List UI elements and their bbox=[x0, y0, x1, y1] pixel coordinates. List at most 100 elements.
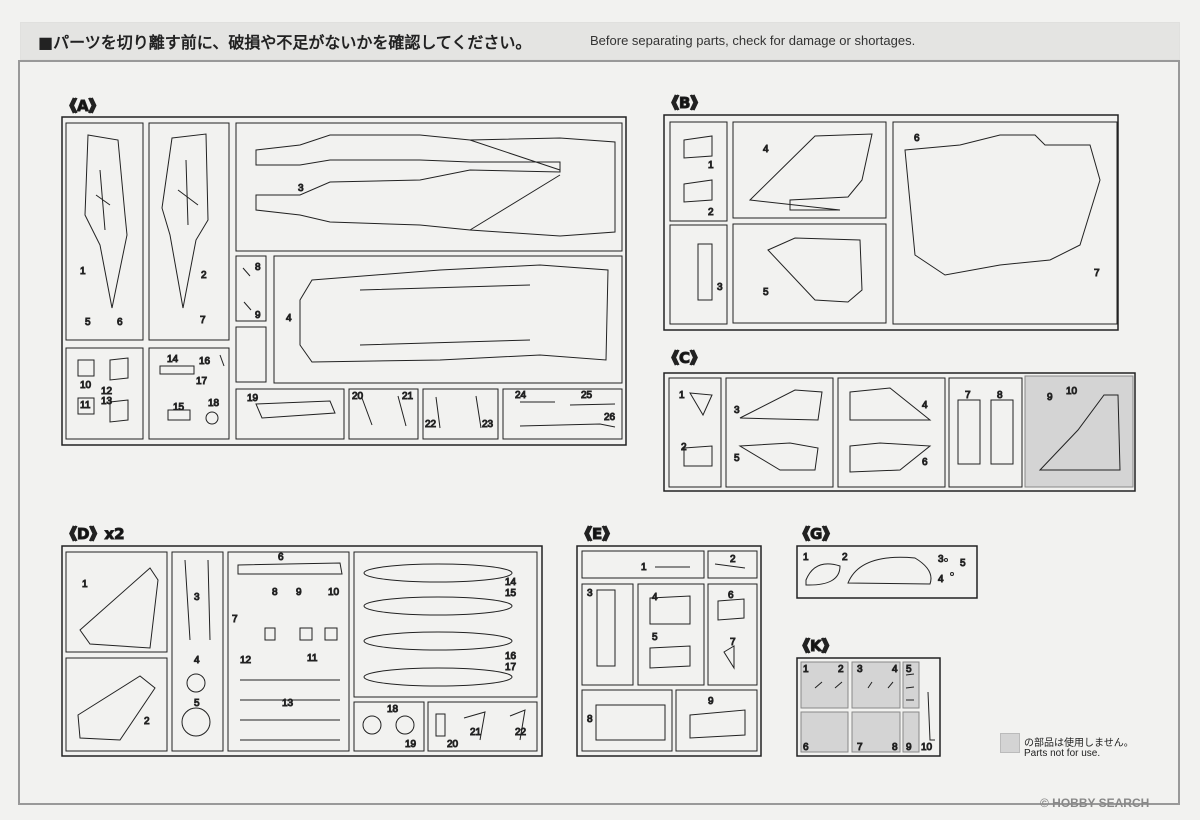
part-number-label: 22 bbox=[425, 419, 437, 430]
part-number-label: 25 bbox=[581, 390, 593, 401]
part-number-label: 1 bbox=[641, 562, 647, 573]
part-number-label: 2 bbox=[842, 552, 848, 563]
part-a10-a13-small-parts bbox=[77, 357, 129, 423]
part-number-label: 10 bbox=[80, 380, 92, 391]
runner-e-frame bbox=[576, 545, 762, 757]
unused-parts-note-en: Parts not for use. bbox=[1024, 748, 1101, 759]
part-number-label: 1 bbox=[679, 390, 685, 401]
part-number-label: 7 bbox=[965, 390, 971, 401]
part-number-label: 8 bbox=[255, 262, 261, 273]
part-a2-fuselage-bottom bbox=[161, 133, 209, 309]
part-number-label: 3 bbox=[938, 554, 944, 565]
part-c-items bbox=[683, 387, 1121, 473]
part-k-items bbox=[814, 673, 935, 741]
part-number-label: 21 bbox=[470, 727, 482, 738]
runner-c-frame bbox=[663, 372, 1136, 492]
part-number-label: 14 bbox=[505, 577, 517, 588]
part-number-label: 2 bbox=[144, 716, 150, 727]
part-number-label: 17 bbox=[196, 376, 208, 387]
part-number-label: 5 bbox=[85, 317, 91, 328]
part-number-label: 3 bbox=[587, 588, 593, 599]
part-number-label: 7 bbox=[232, 614, 238, 625]
runner-g-frame bbox=[796, 545, 978, 599]
part-number-label: 2 bbox=[201, 270, 207, 281]
part-number-label: 2 bbox=[708, 207, 714, 218]
part-number-label: 16 bbox=[505, 651, 517, 662]
parts-sheet-border bbox=[18, 60, 1180, 805]
part-number-label: 5 bbox=[652, 632, 658, 643]
part-number-label: 19 bbox=[405, 739, 417, 750]
part-number-label: 9 bbox=[708, 696, 714, 707]
runner-e-part-numbers: 1 2 3 4 5 6 7 8 9 bbox=[587, 554, 737, 726]
part-number-label: 3 bbox=[734, 405, 740, 416]
part-number-label: 18 bbox=[387, 704, 399, 715]
part-number-label: 10 bbox=[1066, 386, 1078, 397]
part-number-label: 5 bbox=[763, 287, 769, 298]
header-instruction-en: Before separating parts, check for damag… bbox=[590, 33, 916, 48]
part-number-label: 8 bbox=[272, 587, 278, 598]
part-number-label: 7 bbox=[200, 315, 206, 326]
part-a14-a18-small-parts bbox=[159, 354, 225, 425]
part-number-label: 4 bbox=[286, 313, 292, 324]
runner-e-label: 《E》 bbox=[577, 525, 617, 543]
part-number-label: 7 bbox=[1094, 268, 1100, 279]
part-number-label: 2 bbox=[681, 442, 687, 453]
part-number-label: 6 bbox=[728, 590, 734, 601]
part-a8-a9-rods bbox=[242, 267, 252, 311]
part-a3-lower-fuselage bbox=[255, 134, 616, 237]
part-number-label: 15 bbox=[505, 588, 517, 599]
part-number-label: 1 bbox=[708, 160, 714, 171]
runner-k-part-numbers: 1 2 3 4 5 6 7 8 9 10 bbox=[803, 664, 934, 754]
part-number-label: 11 bbox=[80, 400, 91, 411]
runner-g-part-numbers: 1 2 3 4 5 bbox=[803, 552, 967, 586]
runner-d-frame bbox=[61, 545, 543, 757]
runner-g-label: 《G》 bbox=[795, 525, 837, 543]
runner-a-label: 《A》 bbox=[62, 97, 104, 115]
part-number-label: 5 bbox=[906, 664, 912, 675]
unused-parts-swatch bbox=[1000, 733, 1020, 753]
part-g-canopy bbox=[805, 556, 954, 586]
runner-k-frame bbox=[796, 657, 941, 757]
header-instruction-jp: ■パーツを切り離す前に、破損や不足がないかを確認してください。 bbox=[38, 33, 532, 52]
part-number-label: 13 bbox=[282, 698, 294, 709]
part-number-label: 11 bbox=[307, 653, 318, 664]
part-e-items bbox=[595, 563, 746, 741]
unused-parts-note-jp: の部品は使用しません。 bbox=[1024, 738, 1134, 749]
part-number-label: 3 bbox=[194, 592, 200, 603]
runner-d-part-numbers: 1 2 3 4 5 6 7 8 9 10 11 12 13 14 15 16 1… bbox=[82, 552, 528, 751]
part-number-label: 3 bbox=[298, 183, 304, 194]
part-number-label: 19 bbox=[247, 393, 259, 404]
part-number-label: 17 bbox=[505, 662, 517, 673]
part-number-label: 20 bbox=[447, 739, 459, 750]
part-number-label: 4 bbox=[194, 655, 200, 666]
part-number-label: 23 bbox=[482, 419, 494, 430]
part-number-label: 4 bbox=[763, 144, 769, 155]
part-number-label: 9 bbox=[906, 742, 912, 753]
part-number-label: 4 bbox=[892, 664, 898, 675]
part-number-label: 6 bbox=[278, 552, 284, 563]
part-number-label: 8 bbox=[997, 390, 1003, 401]
part-number-label: 4 bbox=[652, 592, 658, 603]
part-number-label: 26 bbox=[604, 412, 616, 423]
header-bar bbox=[20, 22, 1180, 60]
runner-a-frame bbox=[61, 116, 627, 446]
part-number-label: 1 bbox=[82, 579, 88, 590]
part-number-label: 8 bbox=[587, 714, 593, 725]
part-number-label: 3 bbox=[857, 664, 863, 675]
part-number-label: 6 bbox=[922, 457, 928, 468]
part-number-label: 2 bbox=[730, 554, 736, 565]
part-a4-upper-fuselage bbox=[299, 264, 609, 363]
part-number-label: 6 bbox=[117, 317, 123, 328]
part-number-label: 15 bbox=[173, 402, 185, 413]
part-number-label: 5 bbox=[734, 453, 740, 464]
runner-a-part-numbers: 1 2 3 4 5 6 7 8 9 10 11 12 13 14 15 16 1… bbox=[80, 183, 617, 431]
part-number-label: 14 bbox=[167, 354, 179, 365]
part-number-label: 7 bbox=[857, 742, 863, 753]
part-number-label: 9 bbox=[296, 587, 302, 598]
part-a1-fuselage-top bbox=[84, 134, 128, 309]
part-number-label: 16 bbox=[199, 356, 211, 367]
part-number-label: 10 bbox=[921, 742, 933, 753]
runner-b-label: 《B》 bbox=[664, 94, 705, 112]
runner-d-label: 《D》x2 bbox=[62, 525, 125, 543]
